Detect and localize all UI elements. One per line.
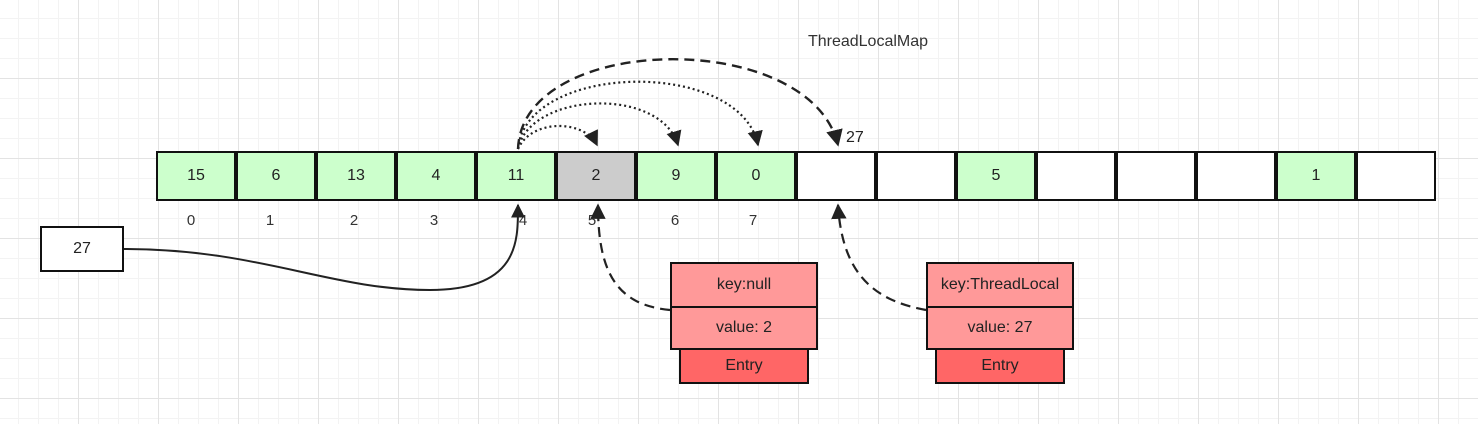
table-cell-3: 4 <box>396 151 476 201</box>
index-label: 5 <box>587 212 597 229</box>
entry-label: Entry <box>935 348 1065 384</box>
cell-value: 1 <box>1311 167 1321 184</box>
cell-value: 0 <box>751 167 761 184</box>
index-label: 2 <box>349 212 359 229</box>
table-cell-9 <box>876 151 956 201</box>
entry-key-text: key:ThreadLocal <box>940 276 1060 293</box>
table-cell-11 <box>1036 151 1116 201</box>
table-cell-6: 9 <box>636 151 716 201</box>
cell-value: 11 <box>507 167 525 184</box>
entry-arrow-slot5 <box>590 203 671 312</box>
map-title: ThreadLocalMap <box>807 33 929 50</box>
table-cell-7: 0 <box>716 151 796 201</box>
index-label: 1 <box>265 212 275 229</box>
new-key-box: 27 <box>40 226 124 272</box>
table-cell-10: 5 <box>956 151 1036 201</box>
entry-label-text: Entry <box>725 357 763 374</box>
entry-value-field: value: 2 <box>670 306 818 350</box>
table-cell-5: 2 <box>556 151 636 201</box>
index-label: 6 <box>670 212 680 229</box>
table-cell-8 <box>796 151 876 201</box>
cell-value: 2 <box>591 167 601 184</box>
cell-value: 4 <box>431 167 441 184</box>
final-arrow-slot8 <box>516 58 843 150</box>
cell-value: 6 <box>271 167 281 184</box>
cell-value: 15 <box>187 167 205 184</box>
cell-value: 5 <box>991 167 1001 184</box>
index-label: 4 <box>518 212 528 229</box>
entry-key-field: key:ThreadLocal <box>926 262 1074 308</box>
table-cell-2: 13 <box>316 151 396 201</box>
entry-label-text: Entry <box>981 357 1019 374</box>
insert-arrow <box>123 203 526 292</box>
probe-arrow-slot5 <box>516 125 598 150</box>
entry-label: Entry <box>679 348 809 384</box>
table-cell-13 <box>1196 151 1276 201</box>
index-label: 7 <box>748 212 758 229</box>
target-slot-label: 27 <box>846 129 864 146</box>
cell-value: 9 <box>671 167 681 184</box>
table-cell-1: 6 <box>236 151 316 201</box>
entry-value-field: value: 27 <box>926 306 1074 350</box>
entry-arrow-slot8 <box>831 203 927 312</box>
table-cell-14: 1 <box>1276 151 1356 201</box>
entry-value-text: value: 2 <box>715 319 773 336</box>
cell-value: 13 <box>347 167 365 184</box>
new-key-value: 27 <box>73 240 91 257</box>
entry-key-field: key:null <box>670 262 818 308</box>
table-cell-0: 15 <box>156 151 236 201</box>
entry-value-text: value: 27 <box>967 319 1033 336</box>
entry-key-text: key:null <box>716 276 772 293</box>
table-cell-12 <box>1116 151 1196 201</box>
index-label: 3 <box>429 212 439 229</box>
table-cell-4: 11 <box>476 151 556 201</box>
index-label: 0 <box>186 212 196 229</box>
table-cell-15 <box>1356 151 1436 201</box>
probe-arrow-slot7 <box>516 80 763 150</box>
probe-arrow-slot6 <box>516 102 682 150</box>
